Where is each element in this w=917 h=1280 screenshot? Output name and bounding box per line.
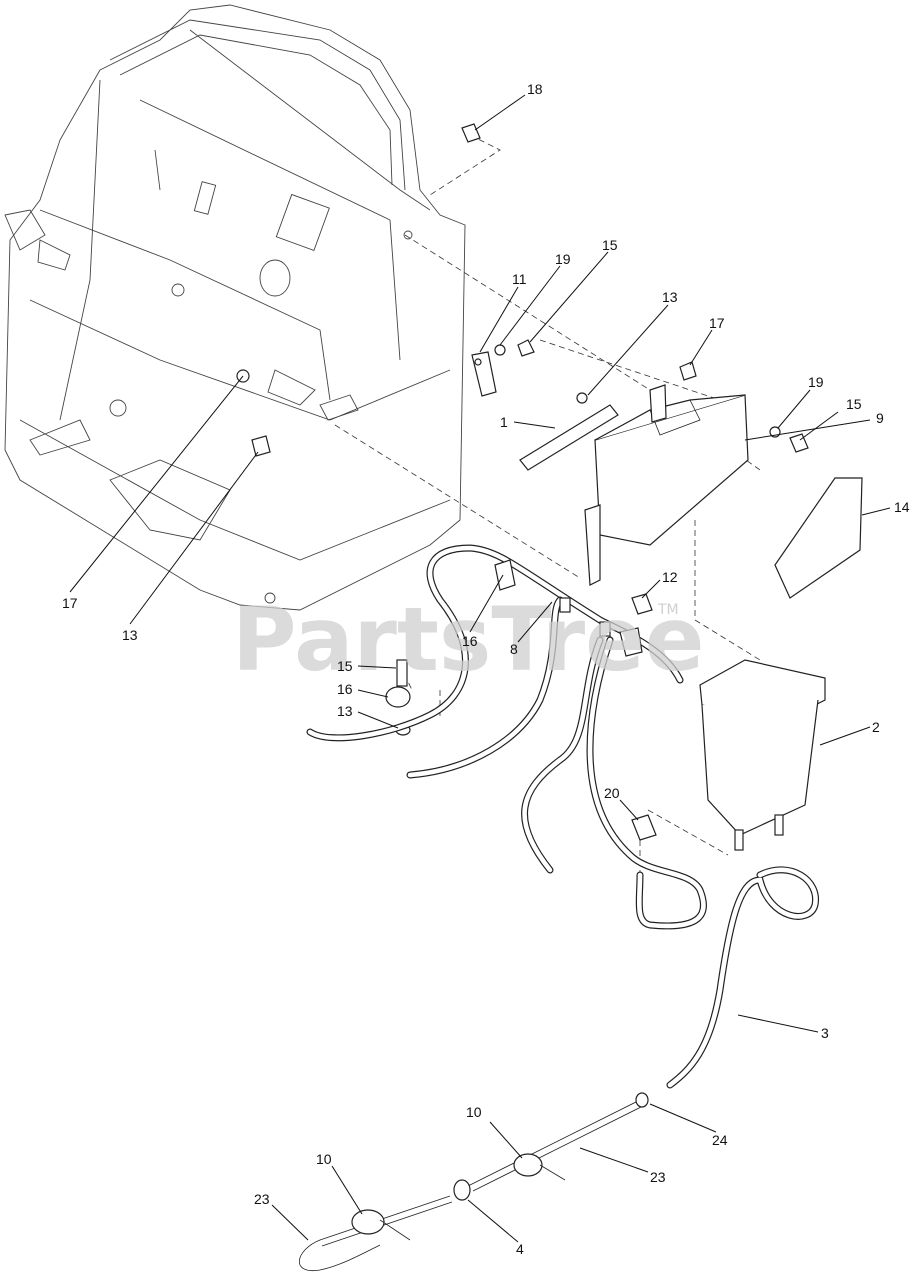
callout-15-top: 15 <box>602 237 618 253</box>
callout-17-left: 17 <box>62 595 78 611</box>
callout-10-left: 10 <box>316 1151 332 1167</box>
hoses <box>298 544 819 1272</box>
callout-2: 2 <box>872 719 880 735</box>
callout-8: 8 <box>510 641 518 657</box>
callout-17-top: 17 <box>709 315 725 331</box>
part-shield <box>774 477 863 599</box>
callout-19-top: 19 <box>555 251 571 267</box>
callout-24: 24 <box>712 1132 728 1148</box>
callout-3: 3 <box>821 1025 829 1041</box>
part-strap <box>519 404 619 471</box>
callout-13-left: 13 <box>122 627 138 643</box>
callout-14: 14 <box>894 499 910 515</box>
callout-23-left: 23 <box>254 1191 270 1207</box>
callout-20: 20 <box>604 785 620 801</box>
callout-10-right: 10 <box>466 1104 482 1120</box>
callout-labels: 18 11 19 15 13 17 1 19 15 9 14 12 17 13 … <box>62 81 910 1257</box>
part-canister <box>699 659 826 851</box>
callout-9: 9 <box>876 410 884 426</box>
callout-11: 11 <box>512 271 527 287</box>
watermark: PartsTree <box>232 588 704 691</box>
callout-15-right: 15 <box>846 396 862 412</box>
callout-1: 1 <box>500 414 508 430</box>
callout-16-lower: 16 <box>337 681 353 697</box>
callout-leaders <box>69 94 891 1243</box>
callout-16-top: 16 <box>462 633 478 649</box>
callout-12: 12 <box>662 569 678 585</box>
hose-clamps <box>494 559 643 657</box>
callout-4: 4 <box>516 1241 524 1257</box>
callout-13-lower: 13 <box>337 703 353 719</box>
callout-13-top: 13 <box>662 289 678 305</box>
watermark-tm: TM <box>657 602 679 618</box>
part-clip <box>471 351 497 397</box>
machine-frame <box>4 4 466 611</box>
callout-15-lower: 15 <box>337 658 353 674</box>
callout-18: 18 <box>527 81 543 97</box>
fasteners <box>236 123 809 841</box>
callout-19-right: 19 <box>808 374 824 390</box>
fittings <box>351 1092 649 1241</box>
part-bracket <box>584 384 749 586</box>
callout-23-right: 23 <box>650 1169 666 1185</box>
